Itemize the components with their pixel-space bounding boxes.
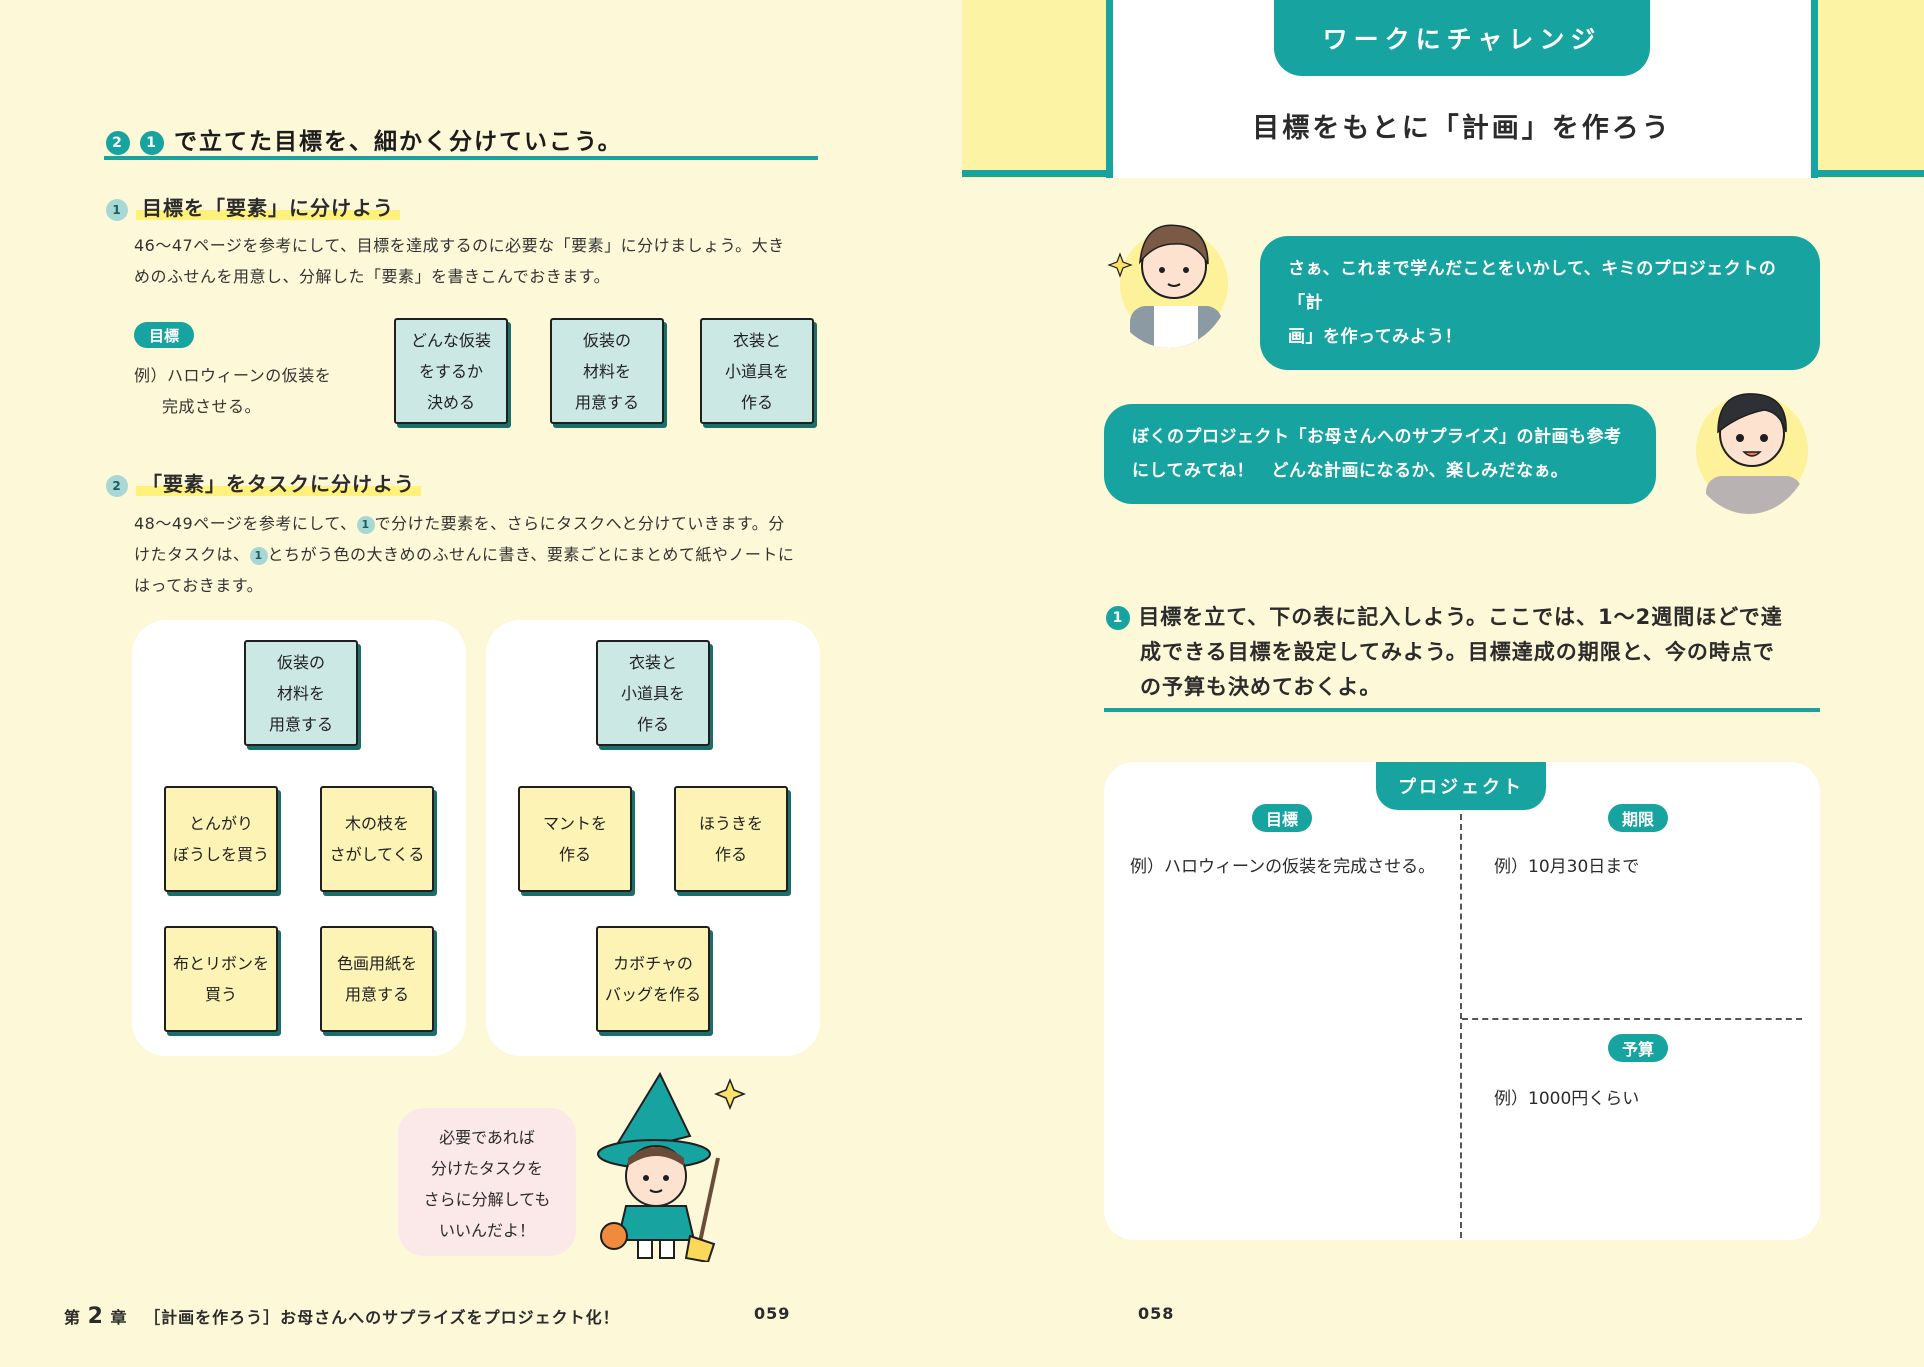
group1-task-3: 布とリボンを 買う xyxy=(164,926,278,1032)
step2-body-line2-b: とちがう色の大きめのふせんに書き、要素ごとにまとめて紙やノートに xyxy=(267,545,795,564)
tip-bubble-line3: さらに分解しても xyxy=(423,1190,551,1209)
step2-body-line3: はっておきます。 xyxy=(134,576,264,595)
step1-body-line1: 46〜47ページを参考にして、目標を達成するのに必要な「要素」に分けましょう。大… xyxy=(134,236,785,255)
step2-body-ref1: 1 xyxy=(356,515,375,534)
group2-task-2: ほうきを 作る xyxy=(674,786,788,892)
worksheet-goal-example: 例）ハロウィーンの仮装を完成させる。 xyxy=(1130,857,1436,877)
step2-body-ref2: 1 xyxy=(249,546,268,565)
goal-example: 例）ハロウィーンの仮装を 完成させる。 xyxy=(134,360,354,422)
group2-element-note: 衣装と 小道具を 作る xyxy=(596,640,710,746)
section-number-badge: 2 xyxy=(106,130,130,155)
chapter-title: ［計画を作ろう］お母さんへのサプライズをプロジェクト化！ xyxy=(144,1308,620,1327)
worksheet-budget-example: 例）1000円くらい xyxy=(1494,1089,1640,1109)
section-heading: 2 1 で立てた目標を、細かく分けていこう。 xyxy=(106,122,623,156)
worksheet-vertical-divider xyxy=(1460,814,1462,1238)
tip-bubble: 必要であれば 分けたタスクを さらに分解しても いいんだよ！ xyxy=(398,1108,576,1256)
worksheet-horizontal-divider xyxy=(1462,1018,1802,1020)
teacher-speech-line1: さぁ、これまで学んだことをいかして、キミのプロジェクトの「計 xyxy=(1288,259,1777,313)
teacher-speech: さぁ、これまで学んだことをいかして、キミのプロジェクトの「計 画」を作ってみよう… xyxy=(1260,236,1820,370)
teacher-avatar xyxy=(1107,224,1228,348)
chapter-suffix: 章 xyxy=(110,1308,128,1327)
tip-bubble-line4: いいんだよ！ xyxy=(438,1221,535,1240)
project-label: プロジェクト xyxy=(1376,762,1546,810)
goal-example-line2: 完成させる。 xyxy=(162,397,262,416)
section-heading-rule xyxy=(104,156,818,160)
page-number-left: 059 xyxy=(754,1304,791,1323)
page-number-right: 058 xyxy=(1138,1304,1175,1323)
worksheet-deadline-example: 例）10月30日まで xyxy=(1494,857,1640,877)
goal-example-line1: 例）ハロウィーンの仮装を xyxy=(134,366,332,385)
task-instruction-line3: の予算も決めておくよ。 xyxy=(1140,675,1382,699)
task-instruction: 1 目標を立て、下の表に記入しよう。ここでは、1〜2週間ほどで達 成できる目標を… xyxy=(1106,600,1820,705)
task-number: 1 xyxy=(1106,606,1130,630)
group1-element-note: 仮装の 材料を 用意する xyxy=(244,640,358,746)
worksheet-goal-label: 目標 xyxy=(1252,804,1312,832)
student-speech-line1: ぼくのプロジェクト「お母さんへのサプライズ」の計画も参考 xyxy=(1132,427,1622,447)
element-note-3: 衣装と 小道具を 作る xyxy=(700,318,814,424)
ref-number-badge: 1 xyxy=(140,130,165,155)
task-instruction-line1: 1 目標を立て、下の表に記入しよう。ここでは、1〜2週間ほどで達 xyxy=(1106,600,1820,635)
student-speech-line2: にしてみてね！ どんな計画になるか、楽しみだなぁ。 xyxy=(1132,461,1569,481)
chapter-prefix: 第 xyxy=(64,1308,82,1327)
chapter-footer: 第 2 章 ［計画を作ろう］お母さんへのサプライズをプロジェクト化！ xyxy=(64,1304,620,1329)
step1-title: 目標を「要素」に分けよう xyxy=(135,196,400,220)
teacher-speech-line2: 画」を作ってみよう！ xyxy=(1288,327,1463,347)
group2-task-1: マントを 作る xyxy=(518,786,632,892)
tip-bubble-line1: 必要であれば xyxy=(439,1128,535,1147)
group1-task-4: 色画用紙を 用意する xyxy=(320,926,434,1032)
left-page: 2 1 で立てた目標を、細かく分けていこう。 1 目標を「要素」に分けよう 46… xyxy=(64,122,830,1329)
step2-body-line1-b: で分けた要素を、さらにタスクへと分けていきます。分 xyxy=(374,514,785,533)
tip-bubble-line2: 分けたタスクを xyxy=(430,1159,543,1178)
worksheet-deadline-label: 期限 xyxy=(1608,804,1668,832)
step2-body-line2-a: けたタスクは、 xyxy=(134,545,250,564)
worksheet-budget-label: 予算 xyxy=(1608,1034,1668,1062)
group2-task-3: カボチャの バッグを作る xyxy=(596,926,710,1032)
group1-task-1: とんがり ぼうしを買う xyxy=(164,786,278,892)
section-heading-text: で立てた目標を、細かく分けていこう。 xyxy=(174,129,623,155)
element-note-2: 仮装の 材料を 用意する xyxy=(550,318,664,424)
student-avatar xyxy=(1696,393,1808,514)
element-note-1: どんな仮装 をするか 決める xyxy=(394,318,508,424)
chapter-number: 2 xyxy=(87,1304,104,1329)
step2-title: 「要素」をタスクに分けよう xyxy=(135,472,421,496)
step2-body-line1-a: 48〜49ページを参考にして、 xyxy=(134,514,357,533)
goal-badge: 目標 xyxy=(134,322,194,348)
project-worksheet xyxy=(1104,762,1820,1240)
step1-number: 1 xyxy=(106,198,128,221)
page-title: 目標をもとに「計画」を作ろう xyxy=(1252,113,1672,144)
step2-heading: 2 「要素」をタスクに分けよう xyxy=(106,468,421,497)
work-challenge-banner: ワークにチャレンジ xyxy=(1274,0,1650,76)
step2-number: 2 xyxy=(106,474,128,497)
step1-body-line2: めのふせんを用意し、分解した「要素」を書きこんでおきます。 xyxy=(134,267,611,286)
step1-body: 46〜47ページを参考にして、目標を達成するのに必要な「要素」に分けましょう。大… xyxy=(134,230,824,292)
witch-child-illustration xyxy=(597,1071,747,1262)
right-page: ワークにチャレンジ 目標をもとに「計画」を作ろう さぁ、これまで学んだことをいか… xyxy=(962,0,1924,1367)
task-instruction-line1-text: 目標を立て、下の表に記入しよう。ここでは、1〜2週間ほどで達 xyxy=(1138,605,1783,629)
group1-task-2: 木の枝を さがしてくる xyxy=(320,786,434,892)
student-speech: ぼくのプロジェクト「お母さんへのサプライズ」の計画も参考 にしてみてね！ どんな… xyxy=(1104,404,1656,504)
task-instruction-rule xyxy=(1104,708,1820,712)
task-instruction-line2: 成できる目標を設定してみよう。目標達成の期限と、今の時点で xyxy=(1140,640,1775,664)
step1-heading: 1 目標を「要素」に分けよう xyxy=(106,192,400,221)
